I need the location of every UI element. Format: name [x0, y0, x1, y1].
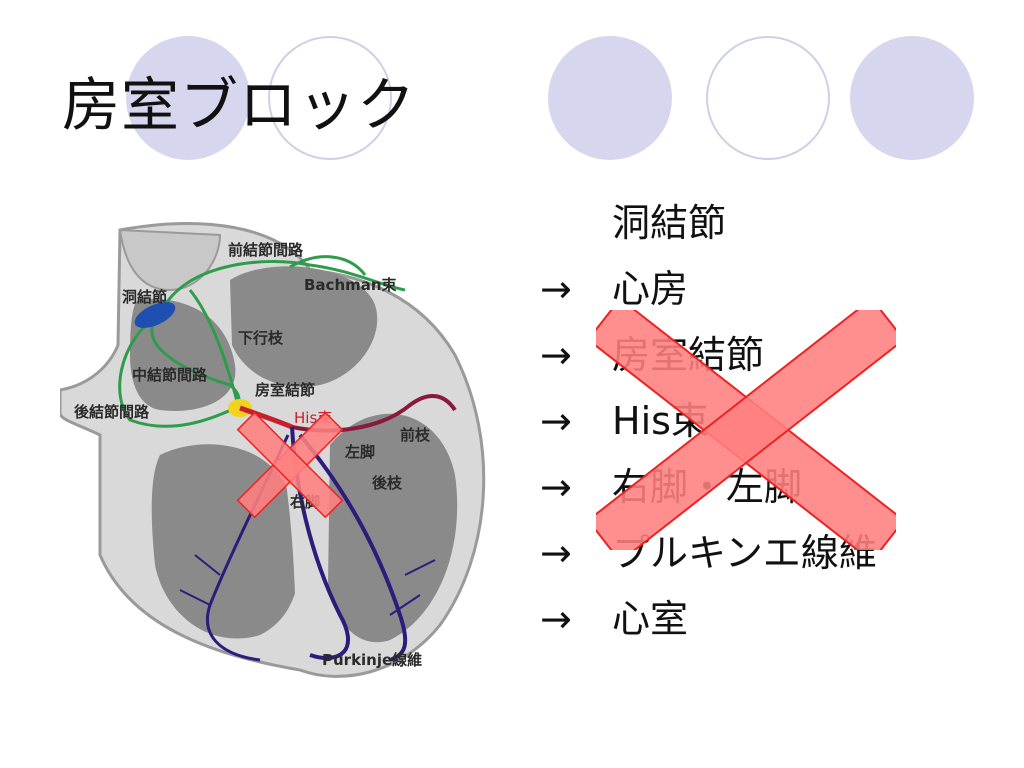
step-label: 心室 — [612, 597, 689, 641]
arrow-icon: → — [540, 267, 572, 311]
arrow-icon: → — [540, 597, 572, 641]
step-label: 洞結節 — [612, 201, 727, 245]
block-cross-large — [596, 310, 896, 550]
label-av-node: 房室結節 — [255, 381, 315, 399]
label-descending-branch: 下行枝 — [238, 329, 284, 347]
left-atrium — [230, 266, 378, 387]
label-sa-node: 洞結節 — [122, 288, 167, 306]
heart-conduction-diagram: 前結節間路 Bachman束 洞結節 下行枝 中結節間路 後結節間路 房室結節 … — [60, 222, 486, 678]
label-middle-internodal: 中結節間路 — [132, 366, 208, 384]
sequence-step-7: → 心室 — [540, 586, 1010, 652]
label-posterior-internodal: 後結節間路 — [73, 403, 150, 421]
bachmann-path — [289, 255, 367, 276]
decor-circle-4 — [706, 36, 830, 160]
step-label: 心房 — [612, 267, 689, 311]
sequence-step-2: → 心房 — [540, 256, 1010, 322]
label-purkinje: Purkinje線維 — [322, 651, 422, 669]
arrow-icon: → — [540, 465, 572, 509]
sa-node-shape — [134, 302, 176, 328]
label-anterior-fascicle: 前枝 — [400, 426, 431, 444]
posterior-internodal-path — [118, 318, 236, 428]
sequence-step-4: →His束 — [540, 388, 1010, 454]
slide-title: 房室ブロック — [62, 71, 417, 139]
sequence-step-1: →洞結節 — [540, 190, 1010, 256]
label-left-bundle: 左脚 — [344, 443, 375, 461]
arrow-icon: → — [540, 333, 572, 377]
purkinje-fiber-1 — [179, 554, 436, 616]
posterior-fascicle-path — [298, 433, 408, 662]
decor-circle-2 — [268, 36, 392, 160]
descending-branch-path — [188, 289, 240, 406]
arrow-icon: → — [540, 399, 572, 443]
sequence-step-6: → プルキンエ線維 — [540, 520, 1010, 586]
step-label: プルキンエ線維 — [612, 531, 877, 575]
label-anterior-internodal: 前結節間路 — [228, 241, 304, 259]
arrow-icon: → — [540, 531, 572, 575]
label-bachmann: Bachman束 — [304, 276, 398, 294]
decor-circle-3 — [548, 36, 672, 160]
his-bundle-path — [239, 405, 293, 430]
decor-circle-1 — [126, 36, 250, 160]
decor-circle-5 — [850, 36, 974, 160]
aorta — [118, 228, 222, 292]
block-cross-small — [236, 411, 344, 519]
right-atrium — [130, 298, 236, 411]
cross-bar-2 — [596, 310, 896, 550]
left-ventricle — [328, 413, 458, 643]
label-posterior-fascicle: 後枝 — [371, 474, 403, 492]
